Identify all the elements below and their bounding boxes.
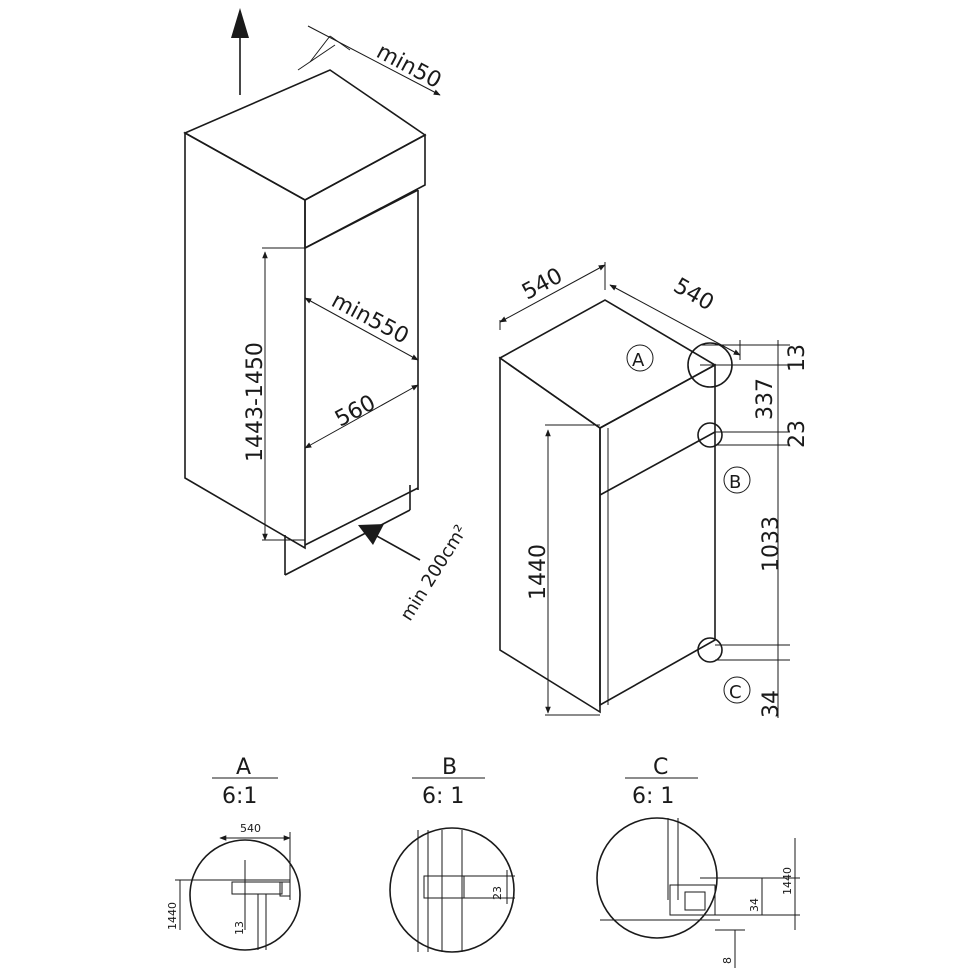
detail-a-height: 1440 — [166, 902, 179, 930]
detail-a-scale: 6:1 — [222, 784, 257, 809]
marker-b-circle — [697, 422, 723, 448]
dim-337-label: 337 — [753, 378, 778, 420]
dim-1033-label: 1033 — [759, 516, 784, 572]
detail-a-offset: 13 — [233, 921, 246, 935]
appliance-height-label: 1440 — [526, 544, 551, 600]
dim-34-label: 34 — [759, 690, 784, 718]
marker-b-label: B — [729, 472, 741, 493]
ventilation-label: min 200cm² — [396, 521, 471, 624]
up-arrow-head-icon — [231, 8, 249, 38]
marker-a-circle — [687, 342, 733, 388]
niche-height-label: 1443-1450 — [243, 342, 268, 462]
appliance-body — [498, 262, 790, 718]
appliance-depth-label: 540 — [669, 274, 718, 317]
dim-13-label: 13 — [785, 344, 810, 372]
detail-c — [596, 777, 800, 968]
detail-c-height: 1440 — [781, 867, 794, 895]
marker-c-label: C — [729, 682, 742, 703]
detail-c-foot: 8 — [721, 957, 734, 964]
marker-c-circle — [697, 637, 723, 663]
dim-23-label: 23 — [785, 420, 810, 448]
detail-c-offset: 34 — [748, 898, 761, 912]
detail-a-width: 540 — [240, 822, 261, 835]
niche-width-label: 560 — [331, 391, 380, 433]
niche-depth-label: min550 — [327, 288, 412, 349]
marker-a-label: A — [632, 350, 645, 371]
niche-cabinet — [183, 8, 441, 576]
detail-a-letter: A — [236, 755, 251, 780]
detail-b-scale: 6: 1 — [422, 784, 464, 809]
detail-c-scale: 6: 1 — [632, 784, 674, 809]
detail-a — [175, 777, 301, 951]
top-clearance-label: min50 — [372, 39, 445, 94]
detail-c-letter: C — [653, 755, 668, 780]
detail-b-letter: B — [442, 755, 457, 780]
detail-b — [389, 777, 515, 953]
detail-b-height: 23 — [491, 886, 504, 900]
vent-arrow-icon — [358, 524, 384, 545]
